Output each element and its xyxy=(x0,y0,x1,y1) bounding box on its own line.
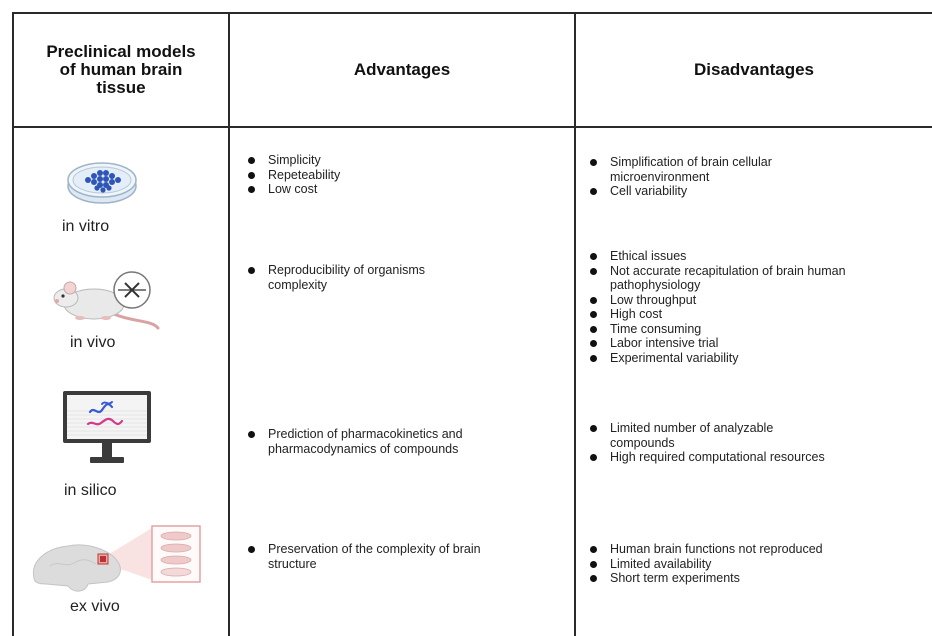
table-left-border xyxy=(12,12,14,636)
model-label-in-silico: in silico xyxy=(64,482,117,499)
list-item: Prediction of pharmacokinetics and pharm… xyxy=(246,427,536,456)
list-item: Experimental variability xyxy=(588,351,918,366)
model-label-in-vivo: in vivo xyxy=(70,334,116,351)
list-item: Reproducibility of organisms complexity xyxy=(246,263,476,292)
list-item: Limited number of analyzable compounds xyxy=(588,421,825,450)
list-item: Human brain functions not reproduced xyxy=(588,542,918,557)
header-advantages: Advantages xyxy=(353,60,451,79)
list-item: Cell variability xyxy=(588,184,918,199)
header-disadvantages: Disadvantages xyxy=(694,60,814,79)
mouse-crossed-icon xyxy=(53,271,160,330)
list-item: Ethical issues xyxy=(588,249,918,264)
computer-monitor-icon xyxy=(63,391,151,463)
list-item: Time consuming xyxy=(588,322,918,337)
table-header-divider xyxy=(12,126,932,128)
disadvantages-list-in-silico: Limited number of analyzable compounds H… xyxy=(588,421,918,465)
header-models: Preclinical models of human brain tissue xyxy=(46,42,196,97)
model-label-in-vitro: in vitro xyxy=(62,218,110,235)
advantages-list-ex-vivo: Preservation of the complexity of brain … xyxy=(246,542,526,571)
list-item: Labor intensive trial xyxy=(588,336,918,351)
list-item: Simplification of brain cellular microen… xyxy=(588,155,820,184)
table-column-divider-1 xyxy=(228,12,230,636)
list-item: Preservation of the complexity of brain … xyxy=(246,542,508,571)
list-item: Repeteability xyxy=(246,168,546,183)
list-item: Not accurate recapitulation of brain hum… xyxy=(588,264,910,293)
brain-slices-icon xyxy=(32,525,201,592)
advantages-list-in-vitro: Simplicity Repeteability Low cost xyxy=(246,153,546,197)
advantages-list-in-vivo: Reproducibility of organisms complexity xyxy=(246,263,476,292)
table-top-border xyxy=(12,12,932,14)
list-item: Low throughput xyxy=(588,293,918,308)
table-column-divider-2 xyxy=(574,12,576,636)
list-item: Low cost xyxy=(246,182,546,197)
list-item: High cost xyxy=(588,307,918,322)
petri-dish-icon xyxy=(67,162,137,204)
list-item: Limited availability xyxy=(588,557,918,572)
advantages-list-in-silico: Prediction of pharmacokinetics and pharm… xyxy=(246,427,536,456)
disadvantages-list-in-vitro: Simplification of brain cellular microen… xyxy=(588,155,918,199)
model-label-ex-vivo: ex vivo xyxy=(70,598,120,615)
disadvantages-list-in-vivo: Ethical issues Not accurate recapitulati… xyxy=(588,249,918,365)
list-item: Short term experiments xyxy=(588,571,918,586)
list-item: Simplicity xyxy=(246,153,546,168)
disadvantages-list-ex-vivo: Human brain functions not reproduced Lim… xyxy=(588,542,918,586)
list-item: High required computational resources xyxy=(588,450,825,465)
